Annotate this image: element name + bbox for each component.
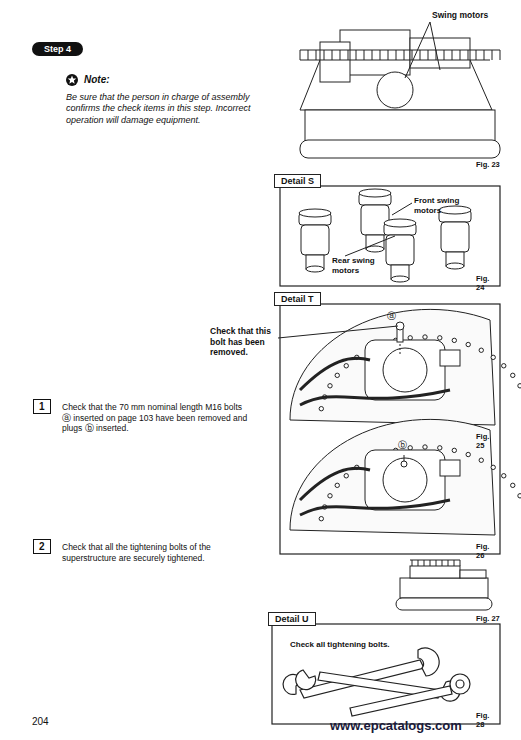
node-text: Detail T (281, 294, 314, 304)
figure-number: Fig. 27 (476, 614, 500, 623)
note-heading: Note: (84, 74, 110, 87)
callout-letter: ⓐ (387, 311, 396, 322)
detail-tag: Detail U (268, 612, 316, 626)
instruction-text: Check that all the tightening bolts of t… (62, 542, 262, 563)
excavator-illustration (300, 22, 500, 158)
node-text: 2 (39, 541, 45, 552)
figure-number: Fig. 24 (476, 274, 498, 293)
detail-tag: Detail T (274, 292, 321, 306)
callout-letter: ⓑ (398, 440, 407, 451)
instruction-text: Check that the 70 mm nominal length M16 … (62, 402, 252, 434)
detail-frame (272, 186, 500, 724)
step-number-box: 2 (33, 539, 51, 554)
figure-number: Fig. 25 (476, 432, 498, 451)
callout-label: Check all tightening bolts. (290, 640, 390, 650)
step-number-box: 1 (33, 399, 51, 414)
callout-label: Swing motors (432, 10, 488, 21)
page-number: 204 (32, 716, 49, 729)
step-badge: Step 4 (32, 42, 83, 56)
callout-label: Front swing motors (414, 196, 484, 216)
figure-number: Fig. 23 (476, 160, 500, 169)
note-icon-star (68, 76, 77, 84)
motor-detail-illustration (290, 309, 521, 535)
watermark: www.epcatalogs.com (330, 718, 462, 734)
figure-number: Fig. 28 (476, 711, 498, 730)
node-text: Step 4 (44, 44, 71, 54)
detail-tag: Detail S (274, 174, 321, 188)
leader-line (392, 203, 412, 215)
note-icon (66, 74, 78, 86)
wrench-illustration (283, 648, 470, 716)
note-text: Be sure that the person in charge of ass… (66, 92, 286, 126)
excavator-side-illustration (396, 560, 492, 610)
callout-label: Rear swing motors (332, 256, 392, 276)
figure-number: Fig. 26 (476, 542, 498, 561)
node-text: Detail S (281, 176, 314, 186)
leader-line (278, 326, 398, 338)
leader-line (345, 236, 395, 256)
node-text: 1 (39, 401, 45, 412)
node-text: Detail U (275, 614, 309, 624)
callout-label: Check that this bolt has been removed. (210, 326, 278, 358)
